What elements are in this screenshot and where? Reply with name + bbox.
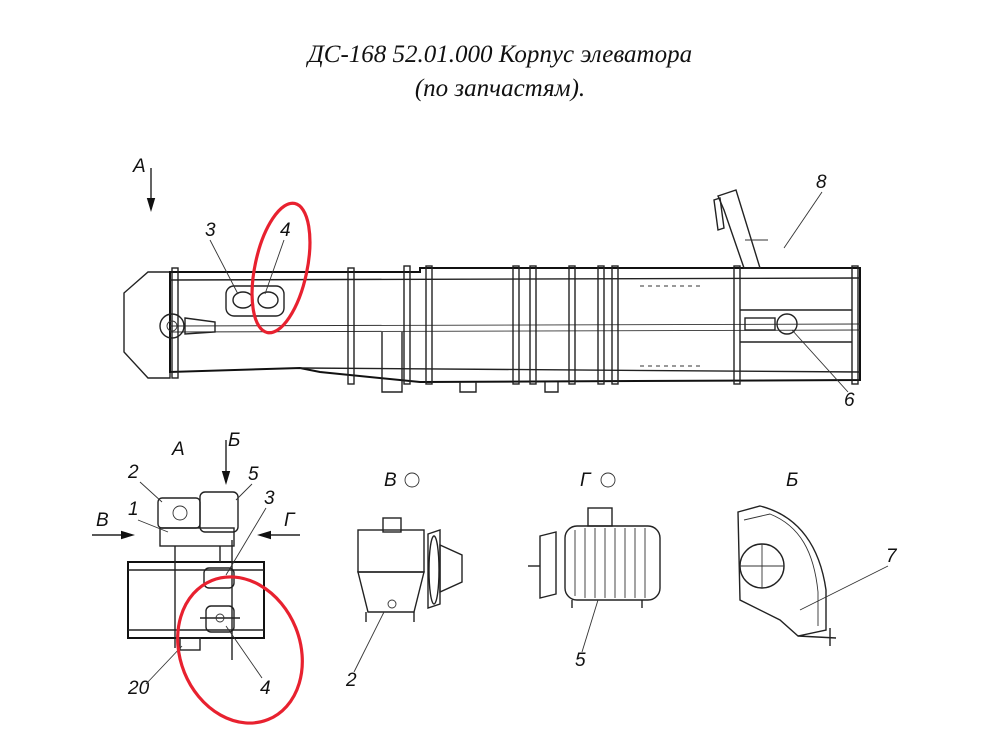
arrow-b-label: Б <box>228 430 240 451</box>
view-arrow-label-a: А <box>132 156 146 177</box>
main-elevator-view: А <box>123 156 861 393</box>
detail-housing <box>127 561 265 639</box>
callout-6: 6 <box>844 390 855 411</box>
discharge-spout <box>717 189 761 269</box>
arrow-g-label: Г <box>284 510 296 531</box>
head-cover <box>737 505 827 637</box>
callout-5-detail: 5 <box>248 464 259 485</box>
callout-3-detail: 3 <box>264 488 275 509</box>
highlight-ellipse-bottom <box>176 575 304 725</box>
callout-8: 8 <box>816 172 827 193</box>
callout-3-main: 3 <box>205 220 216 241</box>
callout-4-main: 4 <box>280 220 291 241</box>
housing-outline <box>169 267 861 384</box>
callout-2-detail: 2 <box>127 462 139 483</box>
view-g: Г <box>528 470 661 608</box>
callout-20: 20 <box>127 678 150 699</box>
arrow-v-label: В <box>96 510 109 531</box>
view-b: Б <box>737 470 837 646</box>
left-boot <box>123 271 171 379</box>
detail-a-title: А <box>171 439 185 460</box>
tension-wheel <box>776 313 798 335</box>
callout-7: 7 <box>886 546 898 567</box>
callout-4-detail: 4 <box>260 678 271 699</box>
view-g-title: Г <box>580 470 592 491</box>
view-v-title: В <box>384 470 397 491</box>
callout-1: 1 <box>128 499 139 520</box>
electric-motor <box>564 525 661 601</box>
detail-view-a: А Б В Г <box>92 430 300 660</box>
view-v: В <box>357 470 463 622</box>
title-line-2: (по запчастям). <box>414 75 586 102</box>
view-b-title: Б <box>786 470 798 491</box>
callout-5-view-g: 5 <box>575 650 586 671</box>
highlight-ellipse-top <box>250 201 312 335</box>
callout-2-view-v: 2 <box>345 670 357 691</box>
drawing-title: ДС-168 52.01.000 Корпус элеватора (по за… <box>0 38 1000 106</box>
title-line-1: ДС-168 52.01.000 Корпус элеватора <box>307 41 693 68</box>
